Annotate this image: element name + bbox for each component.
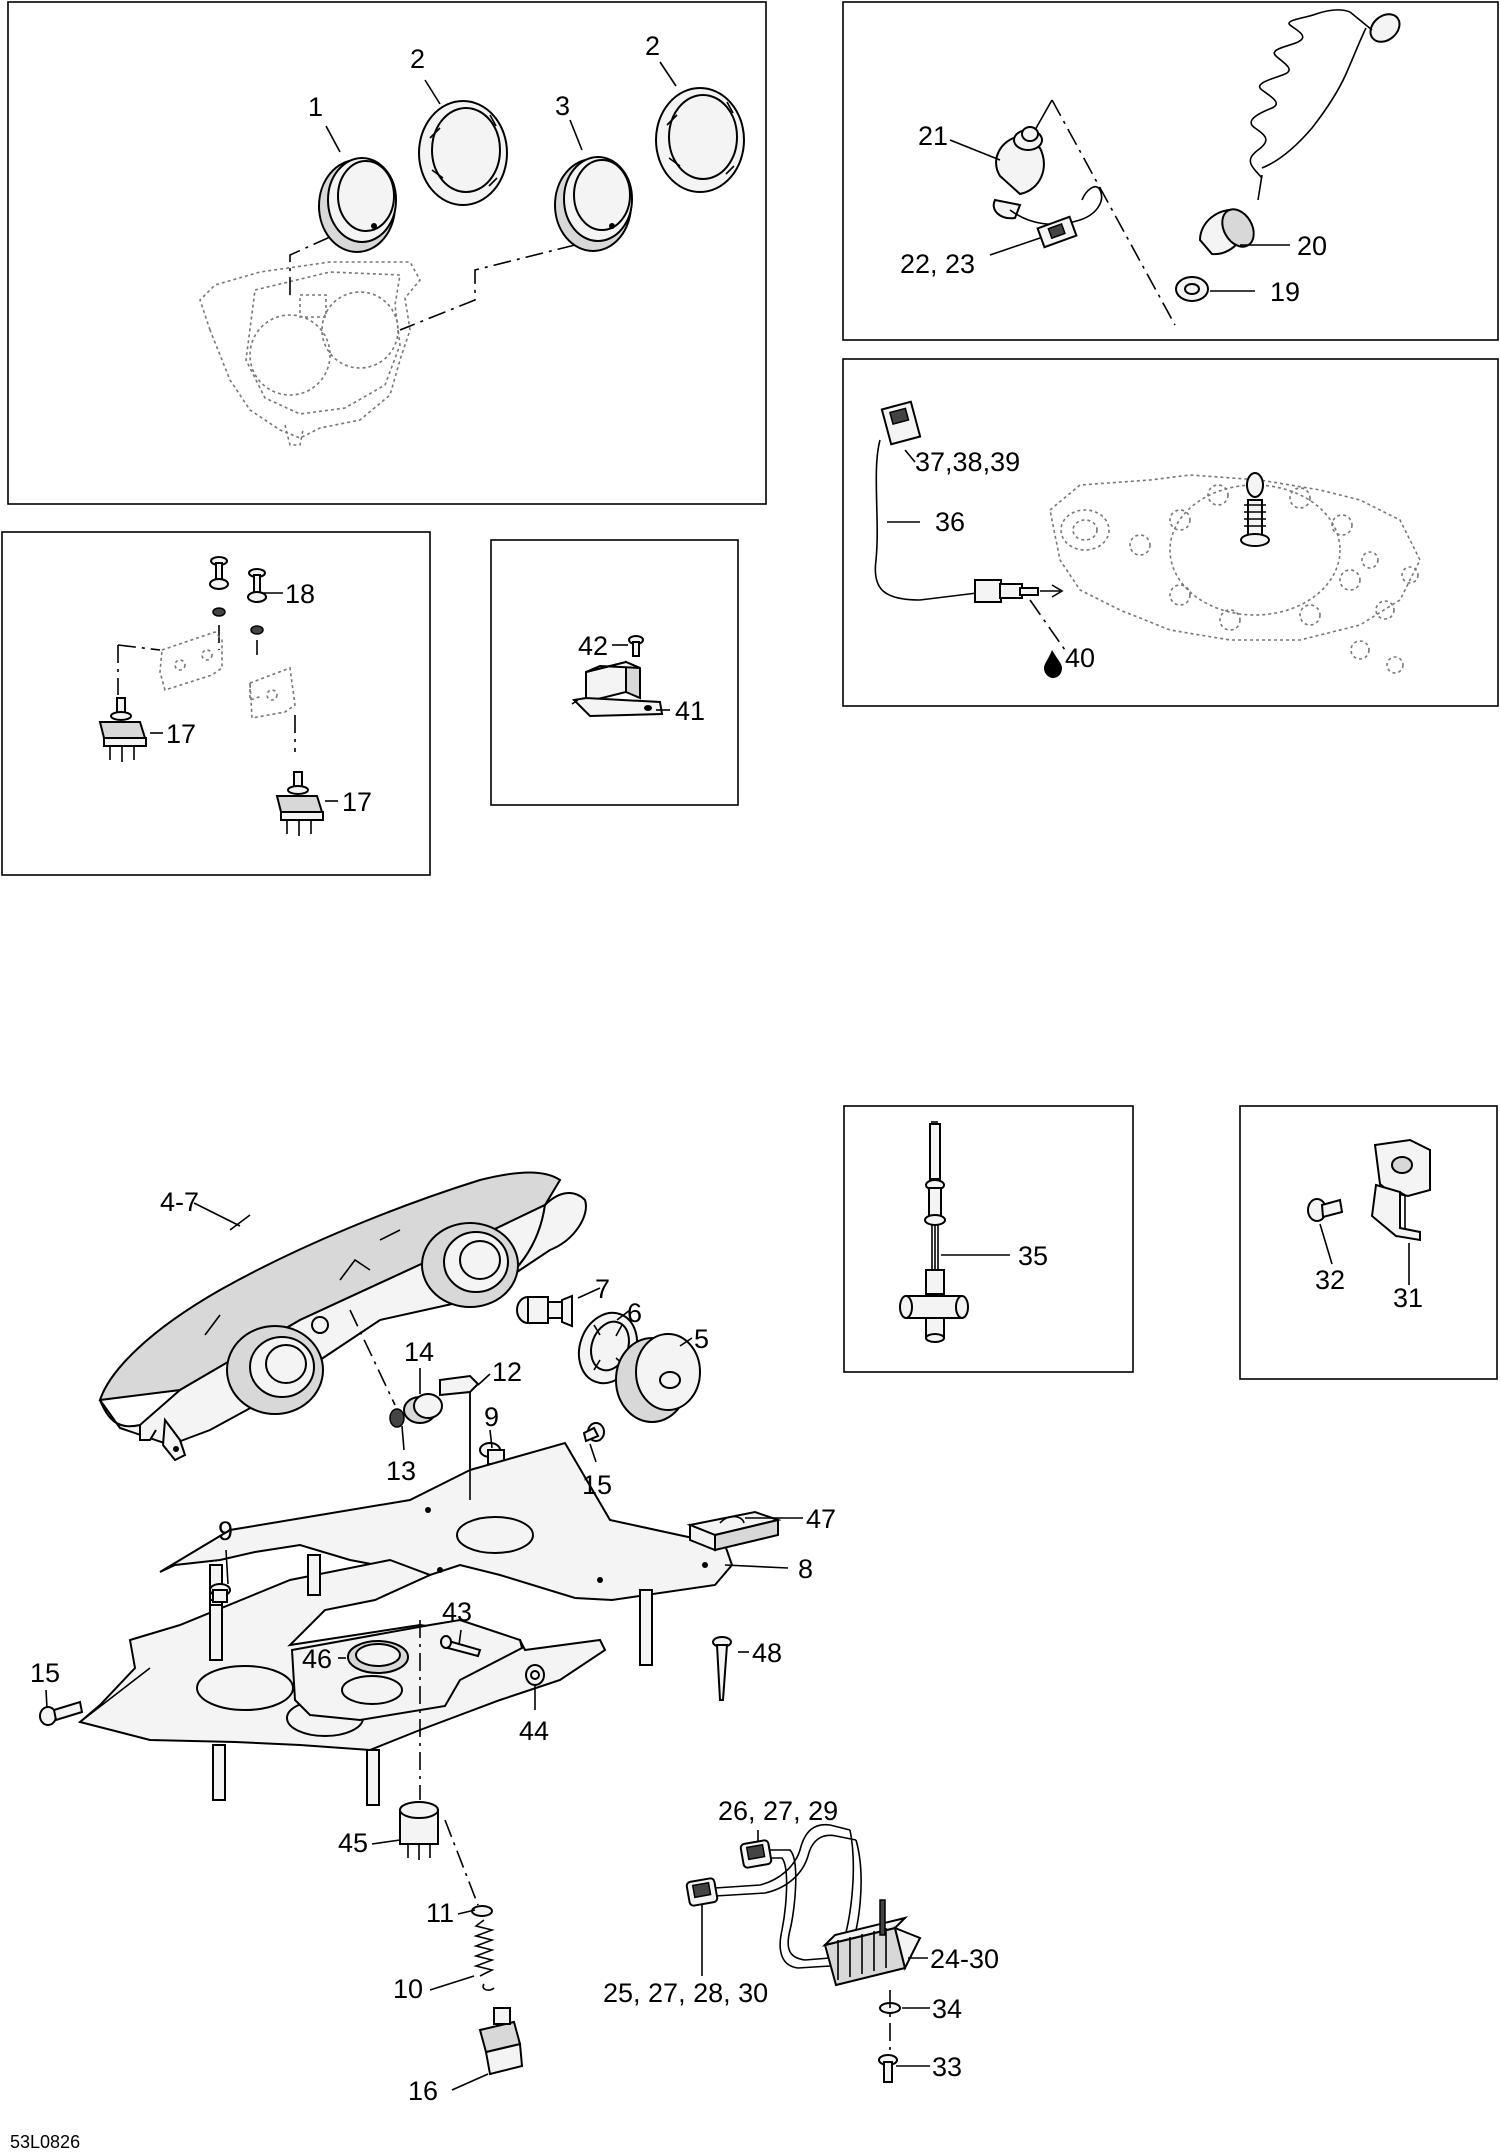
relay-41 (571, 660, 664, 718)
screw-18-left (209, 556, 229, 617)
label-40: 40 (1065, 643, 1095, 673)
label-36: 36 (935, 507, 965, 537)
gauge-1 (318, 157, 397, 253)
label-7: 7 (595, 1274, 610, 1304)
sensor-35 (899, 1121, 969, 1343)
panel-gauges: 1 2 3 2 (7, 1, 767, 505)
connector-22-23 (1036, 215, 1078, 249)
label-26-27-29: 26, 27, 29 (718, 1796, 838, 1826)
screw-15-upper (582, 1422, 605, 1443)
cover-5 (615, 1333, 701, 1423)
nut-19 (1175, 276, 1209, 302)
label-37-39: 37,38,39 (915, 447, 1020, 477)
voltage-regulator: 25, 27, 28, 30 26, 27, 29 24-30 34 33 (603, 1796, 999, 2083)
screw-43 (440, 1635, 482, 1658)
label-32: 32 (1315, 1265, 1345, 1295)
bushing-9-lower (209, 1583, 231, 1603)
headlamp-assembly (98, 1171, 587, 1462)
label-34: 34 (932, 1994, 962, 2024)
screw-33 (878, 2054, 898, 2083)
label-45: 45 (338, 1828, 368, 1858)
nut-44 (525, 1664, 545, 1686)
label-17-lower: 17 (342, 787, 372, 817)
label-22-23: 22, 23 (900, 249, 975, 279)
label-2-right: 2 (645, 31, 660, 61)
label-1: 1 (308, 92, 323, 122)
label-33: 33 (932, 2052, 962, 2082)
switch-21 (992, 126, 1045, 220)
label-18: 18 (285, 579, 315, 609)
label-24-30: 24-30 (930, 1944, 999, 1974)
bracket-31 (1370, 1138, 1431, 1242)
rod-12 (439, 1374, 480, 1470)
engine-head (1049, 472, 1421, 674)
adjuster-14 (403, 1393, 443, 1424)
label-16: 16 (408, 2076, 438, 2106)
sealant-drop-icon (1044, 650, 1062, 678)
label-15-lower: 15 (30, 1658, 60, 1688)
panel-sensor-35: 35 (843, 1105, 1134, 1373)
regulator-24-30 (821, 1899, 922, 1987)
panel-tether-switch: 21 22, 23 20 19 (842, 1, 1499, 341)
gauge-housing (199, 261, 421, 446)
washer-11 (471, 1905, 493, 1917)
gauge-bezel-right (655, 87, 745, 193)
label-31: 31 (1393, 1283, 1423, 1313)
connector-37-39 (880, 400, 922, 446)
gauge-bezel-left (418, 100, 508, 206)
spring-10 (473, 1919, 495, 1991)
label-43: 43 (442, 1597, 472, 1627)
label-13: 13 (386, 1456, 416, 1486)
label-42: 42 (578, 631, 608, 661)
screw-18-right (247, 568, 267, 635)
label-5: 5 (694, 1324, 709, 1354)
figure-code: 53L0826 (10, 2132, 80, 2152)
label-12: 12 (492, 1357, 522, 1387)
label-9-lower: 9 (218, 1516, 233, 1546)
switch-17-upper (98, 697, 147, 762)
label-8: 8 (798, 1554, 813, 1584)
label-21: 21 (918, 121, 948, 151)
label-41: 41 (675, 696, 705, 726)
tether-cord (1249, 9, 1401, 201)
label-15-upper: 15 (582, 1470, 612, 1500)
label-20: 20 (1297, 231, 1327, 261)
label-17-upper: 17 (166, 719, 196, 749)
label-19: 19 (1270, 277, 1300, 307)
ring-46 (347, 1640, 409, 1674)
panel-bracket-31: 32 31 (1239, 1105, 1498, 1380)
label-46: 46 (302, 1644, 332, 1674)
label-47: 47 (806, 1504, 836, 1534)
sensor-40 (974, 579, 1039, 603)
screw-32 (1307, 1198, 1344, 1222)
screw-42 (628, 635, 644, 657)
connector-25 (685, 1877, 719, 1907)
label-11: 11 (426, 1898, 454, 1928)
panel-temp-sensor: 37,38,39 36 40 (842, 358, 1499, 707)
gauge-3 (554, 156, 633, 252)
label-2-left: 2 (410, 44, 425, 74)
label-6: 6 (627, 1298, 642, 1328)
tether-cap-20 (1198, 208, 1255, 256)
label-3: 3 (555, 91, 570, 121)
label-48: 48 (752, 1638, 782, 1668)
nut-13 (389, 1408, 405, 1428)
label-25-27-28-30: 25, 27, 28, 30 (603, 1978, 768, 2008)
label-44: 44 (519, 1716, 549, 1746)
label-35: 35 (1018, 1241, 1048, 1271)
panel-relay: 42 41 (490, 539, 739, 806)
label-10: 10 (393, 1974, 423, 2004)
label-4-7: 4-7 (160, 1187, 199, 1217)
knob-16 (478, 2007, 524, 2076)
label-14: 14 (404, 1337, 434, 1367)
bulb-7 (516, 1294, 573, 1328)
connector-26 (739, 1839, 773, 1869)
pin-48 (712, 1636, 732, 1701)
buzzer-45 (399, 1801, 439, 1860)
panel-switches: 18 17 17 (1, 531, 431, 876)
label-9-upper: 9 (484, 1402, 499, 1432)
screw-15-lower (39, 1700, 84, 1726)
switch-17-lower (275, 771, 324, 836)
